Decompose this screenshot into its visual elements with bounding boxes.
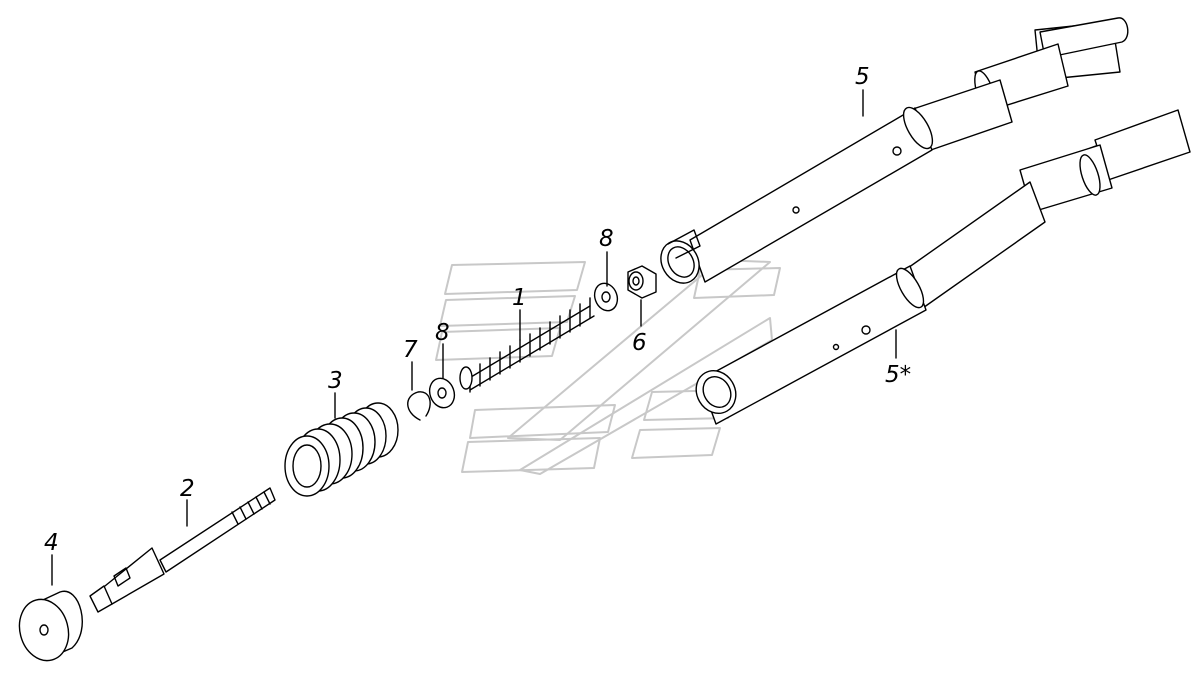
cap-part-4	[18, 590, 83, 662]
callout-label-5-variant: 5*	[885, 362, 911, 388]
callout-label-7: 7	[403, 337, 418, 363]
callout-label-1: 1	[512, 285, 527, 311]
callout-labels: 1 2 3 4 5 5* 6 7 8 8	[44, 64, 911, 556]
washer-part-8-lower	[428, 377, 456, 409]
shaft-part-5-variant	[695, 109, 1191, 425]
washer-part-8-upper	[593, 282, 619, 312]
callout-label-8-upper: 8	[599, 226, 614, 252]
callout-label-2: 2	[180, 476, 195, 502]
retaining-ring-part-7	[407, 391, 431, 421]
leader-lines	[51, 89, 897, 586]
shaft-part-5	[660, 17, 1129, 284]
nut-part-6	[627, 265, 657, 299]
callout-label-8-lower: 8	[435, 320, 450, 346]
rod-part-2	[89, 487, 276, 613]
spring-part-1	[459, 297, 595, 393]
callout-label-6: 6	[632, 330, 647, 356]
callout-label-5: 5	[855, 64, 870, 90]
callout-label-4: 4	[44, 530, 59, 556]
callout-label-3: 3	[328, 368, 343, 394]
spring-part-3	[284, 402, 399, 497]
